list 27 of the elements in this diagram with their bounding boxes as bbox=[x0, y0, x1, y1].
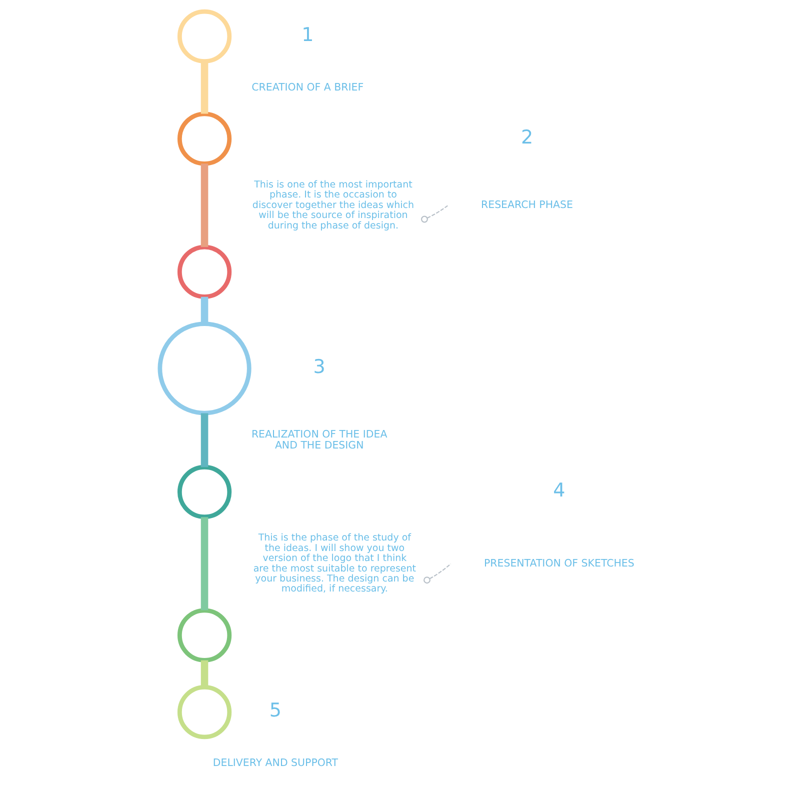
connector bbox=[200, 660, 208, 688]
label: CREATION OF A BRIEF bbox=[251, 82, 364, 94]
node-circle bbox=[176, 464, 232, 520]
node-circle bbox=[176, 244, 232, 299]
label: 1 bbox=[301, 24, 314, 46]
connector bbox=[200, 164, 208, 247]
connector bbox=[426, 205, 448, 219]
label: REALIZATION OF THE IDEA AND THE DESIGN bbox=[250, 429, 387, 452]
connector bbox=[200, 517, 208, 610]
node-circle bbox=[176, 685, 232, 740]
label: 3 bbox=[312, 356, 325, 378]
node-circle bbox=[157, 322, 251, 416]
connector bbox=[428, 563, 451, 580]
node-circle bbox=[176, 112, 232, 166]
connector bbox=[200, 413, 208, 468]
node-circle bbox=[176, 608, 232, 662]
node-text: This is the phase of the study of the ideas. I will show you two version of the logo that I think are the most suitable to represent your business. The design can be modified, if necessary. bbox=[252, 532, 416, 595]
label: PRESENTATION OF SKETCHES bbox=[483, 558, 634, 570]
connector bbox=[200, 296, 208, 324]
node-circle bbox=[176, 9, 232, 64]
label: DELIVERY AND SUPPORT bbox=[212, 758, 338, 769]
label: 5 bbox=[268, 700, 282, 722]
connector bbox=[200, 61, 208, 114]
node-text: This is one of the most important phase. It is the occasion to discover together the ideas which will be the source of inspiration during the phase of design. bbox=[252, 179, 414, 232]
label: 4 bbox=[552, 480, 565, 502]
label: RESEARCH PHASE bbox=[480, 200, 572, 212]
label: 2 bbox=[520, 126, 533, 148]
